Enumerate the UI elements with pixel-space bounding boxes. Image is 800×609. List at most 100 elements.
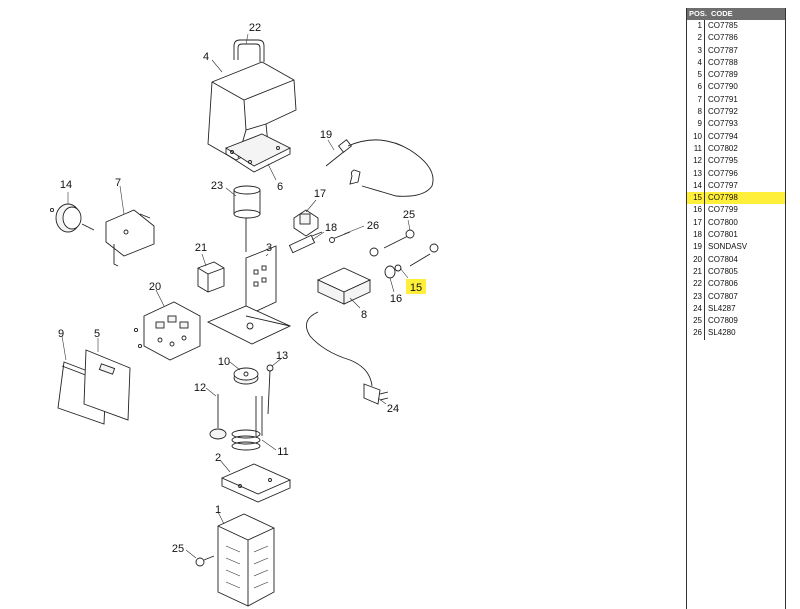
row-code: SL4280 (708, 328, 736, 338)
row-code: CO7804 (708, 254, 738, 264)
callout-10: 10 (218, 356, 230, 368)
row-code: CO7791 (708, 94, 738, 104)
callout-14: 14 (60, 179, 72, 191)
part-relay (197, 261, 225, 293)
part-sensor (329, 231, 351, 243)
row-code: CO7785 (708, 21, 738, 30)
callout-25-bottom: 25 (172, 543, 184, 555)
row-code: CO7800 (708, 217, 738, 227)
part-coil (231, 396, 263, 451)
row-pos: 25 (687, 315, 705, 328)
part-power-cord (305, 311, 389, 405)
part-knob (49, 203, 95, 233)
row-pos: 6 (687, 81, 705, 94)
part-bracket (105, 209, 155, 267)
callout-13: 13 (276, 350, 288, 362)
row-pos: 3 (687, 44, 705, 57)
row-code: SONDASV (708, 242, 748, 252)
row-code: CO7805 (708, 266, 738, 276)
row-code: CO7792 (708, 107, 738, 117)
row-pos: 20 (687, 253, 705, 266)
header-code: CODE (711, 9, 733, 18)
row-code: SL4287 (708, 303, 736, 313)
part-gear (233, 367, 259, 385)
exploded-parts-diagram: 22 4 19 6 14 7 23 17 25 18 26 21 3 15 16… (49, 22, 439, 607)
row-pos: 17 (687, 216, 705, 230)
part-base-plate (220, 463, 292, 503)
callout-15: 15 (410, 282, 422, 294)
callout-5: 5 (94, 328, 100, 340)
row-code: CO7796 (708, 168, 738, 178)
row-code: CO7797 (708, 180, 738, 190)
part-connector (288, 231, 323, 254)
row-pos: 7 (687, 93, 705, 107)
part-screw-bottom (195, 555, 215, 567)
row-pos: 11 (687, 142, 705, 156)
row-pos: 21 (687, 265, 705, 279)
leader-lines (61, 33, 411, 559)
row-code: CO7801 (708, 230, 738, 240)
callout-15-highlight (406, 279, 426, 294)
table-header: POS. CODE (687, 8, 785, 20)
callout-7: 7 (115, 177, 121, 189)
row-pos: 23 (687, 290, 705, 303)
row-pos: 4 (687, 56, 705, 70)
part-probe-cable (325, 139, 434, 197)
part-heater (209, 394, 227, 440)
row-code: CO7794 (708, 131, 738, 141)
callout-labels: 22 4 19 6 14 7 23 17 25 18 26 21 3 15 16… (58, 22, 422, 555)
row-code: CO7799 (708, 205, 738, 215)
callout-26: 26 (367, 220, 379, 232)
callout-20: 20 (149, 281, 161, 293)
row-code: CO7793 (708, 119, 738, 129)
callout-18: 18 (325, 222, 337, 234)
callout-16: 16 (390, 293, 402, 305)
row-code: CO7806 (708, 279, 738, 289)
part-motor (233, 185, 261, 252)
row-pos: 13 (687, 167, 705, 180)
part-rod (266, 364, 274, 415)
row-pos: 15 (687, 192, 705, 205)
callout-11: 11 (277, 446, 288, 458)
row-code: CO7786 (708, 33, 738, 43)
callout-17: 17 (314, 188, 326, 200)
part-display-panel (83, 349, 131, 421)
row-code: CO7789 (708, 70, 738, 80)
part-washer (384, 264, 402, 279)
row-pos: 5 (687, 69, 705, 82)
callout-24: 24 (387, 403, 399, 415)
row-pos: 12 (687, 155, 705, 168)
row-pos: 14 (687, 179, 705, 193)
row-code: CO7807 (708, 291, 738, 301)
callout-3: 3 (266, 242, 272, 254)
part-circuit-board (133, 301, 201, 361)
part-handle (233, 39, 265, 62)
part-bolts-top (369, 229, 439, 267)
callout-9: 9 (58, 328, 64, 340)
callout-6: 6 (277, 181, 283, 193)
callout-2: 2 (215, 452, 221, 464)
row-pos: 1 (687, 20, 705, 33)
row-code: CO7795 (708, 156, 738, 166)
row-pos: 9 (687, 118, 705, 131)
row-pos: 24 (687, 302, 705, 316)
